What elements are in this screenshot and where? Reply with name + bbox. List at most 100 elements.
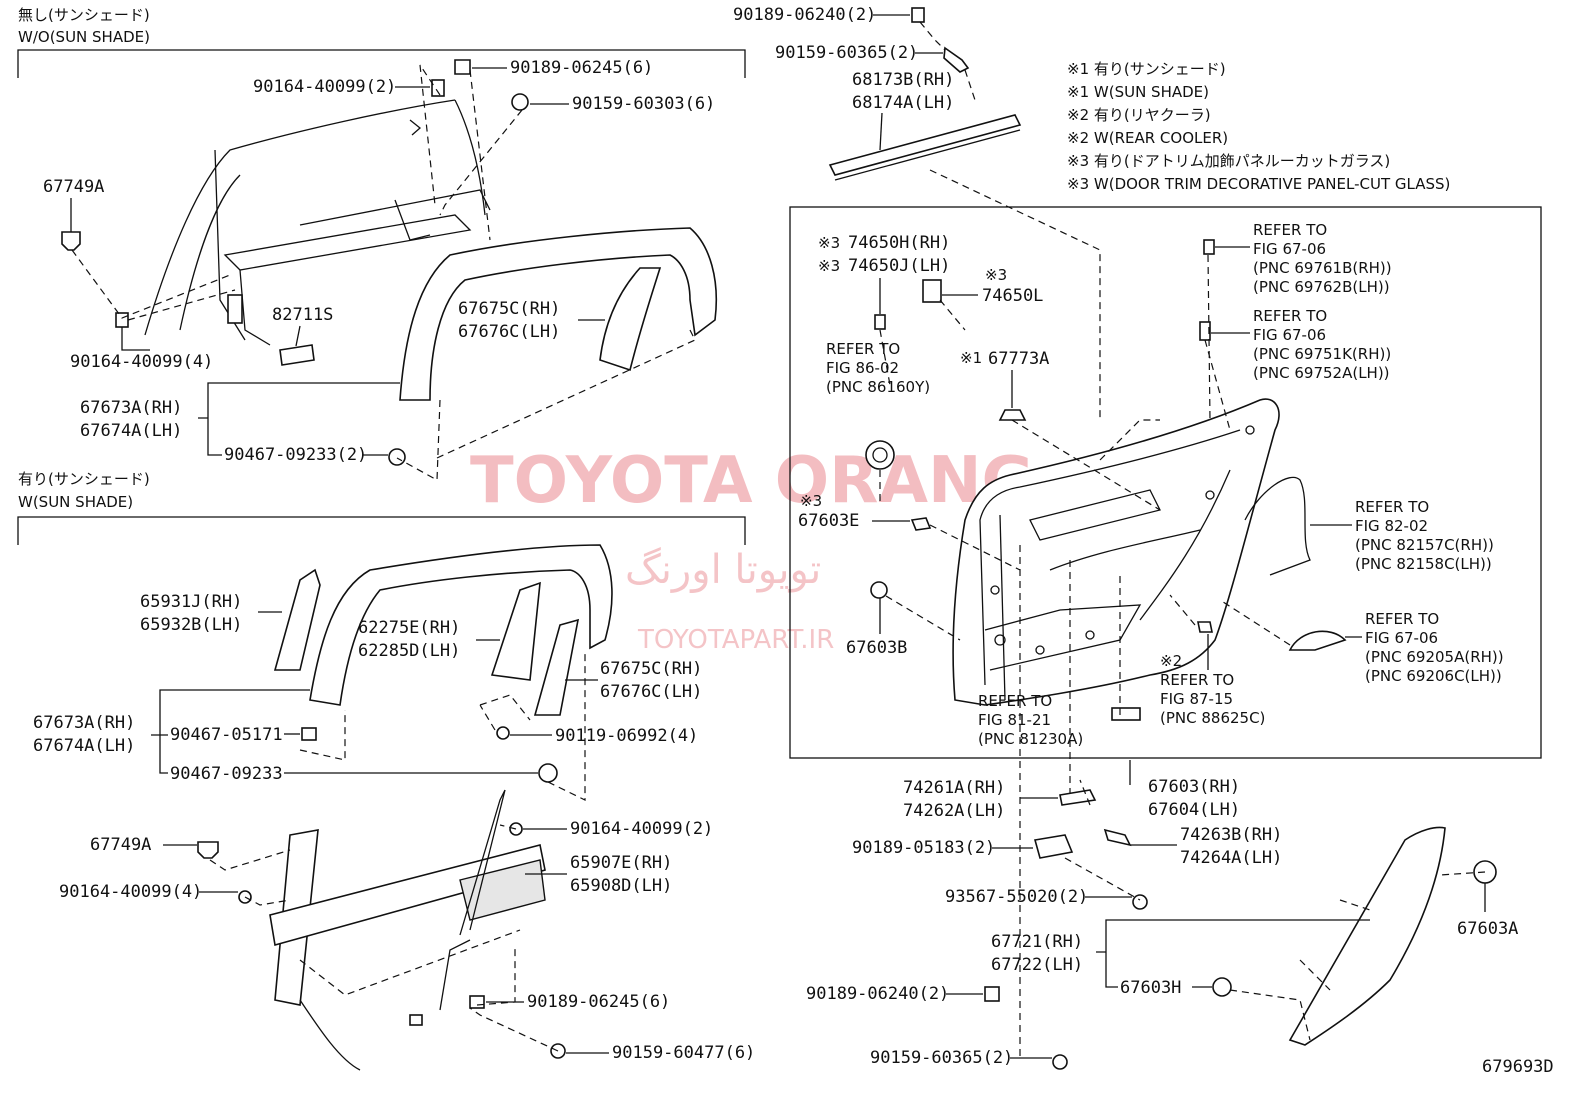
ref-67-06a-line1: REFER TO — [1253, 221, 1327, 239]
handle-69205a-shape — [1288, 630, 1347, 651]
nut-90189-06245-bottom — [469, 995, 485, 1009]
clip-90467-09233-bottom — [538, 763, 558, 783]
mark-3-74650l: ※3 — [985, 266, 1007, 284]
garnish-67675c-top — [599, 267, 662, 372]
part-90189-05183-shape — [1033, 834, 1074, 859]
nut-90189-06240-bottom — [984, 986, 1000, 1002]
armrest-67721-shape — [1288, 826, 1446, 1046]
label-68173b: 68173B(RH) — [852, 70, 954, 90]
note-2-jp: ※2 有り(リヤクーラ) — [1067, 106, 1211, 124]
watermark-text: TOYOTA ORANG — [470, 444, 1034, 518]
ref-67-06b-line4: (PNC 69752A(LH)) — [1253, 364, 1390, 382]
label-90164-40099-4b: 90164-40099(4) — [59, 882, 202, 902]
label-82711s: 82711S — [272, 305, 333, 325]
part-74650h-shape — [874, 314, 886, 330]
label-90119-06992-4: 90119-06992(4) — [555, 726, 698, 746]
ref-81-21-line3: (PNC 81230A) — [978, 730, 1083, 748]
watermark-url: TOYOTAPART.IR — [637, 625, 834, 655]
ref-82-02-line3: (PNC 82157C(RH)) — [1355, 536, 1494, 554]
part-67749a-top-shape — [61, 231, 81, 251]
screw-90159-60365-top — [943, 46, 970, 73]
label-74261a: 74261A(RH) — [903, 778, 1005, 798]
part-82711s-shape — [279, 344, 315, 366]
label-67674a-lh-top: 67674A(LH) — [80, 421, 182, 441]
bolt-90164-40099-2-top — [431, 79, 445, 97]
part-67773a-shape — [998, 409, 1027, 421]
ref-67-06a-line4: (PNC 69762B(LH)) — [1253, 278, 1390, 296]
screw-90159-60303 — [511, 93, 529, 111]
ref-86-02-line1: REFER TO — [826, 340, 900, 358]
weatherstrip-68173b-shape — [828, 114, 1022, 176]
part-69761b-shape — [1203, 239, 1215, 255]
mark-3-74650j: ※3 — [818, 257, 840, 275]
speaker-shape — [865, 440, 895, 470]
label-67675c-rh-bottom: 67675C(RH) — [600, 659, 702, 679]
label-90159-60365-2a: 90159-60365(2) — [775, 43, 918, 63]
label-90164-40099-2a: 90164-40099(2) — [253, 77, 396, 97]
label-62275e: 62275E(RH) — [358, 618, 460, 638]
part-88625c-shape — [1197, 621, 1213, 633]
ref-67-06b-line2: FIG 67-06 — [1253, 326, 1326, 344]
note-3-en: ※3 W(DOOR TRIM DECORATIVE PANEL-CUT GLAS… — [1067, 175, 1450, 193]
ref-67-06c-line3: (PNC 69205A(RH)) — [1365, 648, 1504, 666]
label-90189-06240-2a: 90189-06240(2) — [733, 5, 876, 25]
label-67676c-lh-top: 67676C(LH) — [458, 322, 560, 342]
label-68174a: 68174A(LH) — [852, 93, 954, 113]
label-74650j: 74650J(LH) — [848, 256, 950, 276]
mark-3-74650h: ※3 — [818, 234, 840, 252]
nut-90189-06245-top — [454, 59, 471, 75]
ref-86-02-line3: (PNC 86160Y) — [826, 378, 930, 396]
regulator-65907e-illustration — [269, 789, 546, 1071]
label-90159-60303-6: 90159-60303(6) — [572, 94, 715, 114]
clip-90467-09233-top — [388, 448, 406, 466]
wire-harness-shape — [1244, 476, 1311, 576]
label-90467-09233: 90467-09233 — [170, 764, 283, 784]
label-90189-05183-2: 90189-05183(2) — [852, 838, 995, 858]
part-81230a-shape — [1111, 707, 1141, 721]
sash-67673a-top — [399, 227, 718, 401]
label-90189-06245-6a: 90189-06245(6) — [510, 58, 653, 78]
garnish-65931j-shape — [273, 568, 321, 671]
clip-67603e-shape — [910, 517, 932, 531]
label-67673a-rh-bottom: 67673A(RH) — [33, 713, 135, 733]
door-trim-panel-67603 — [952, 398, 1280, 706]
label-67722: 67722(LH) — [991, 955, 1083, 975]
ref-87-15-line3: (PNC 88625C) — [1160, 709, 1265, 727]
ref-67-06c-line4: (PNC 69206C(LH)) — [1365, 667, 1502, 685]
label-67603e: 67603E — [798, 511, 859, 531]
label-67673a-rh-top: 67673A(RH) — [80, 398, 182, 418]
label-67676c-lh-bottom: 67676C(LH) — [600, 682, 702, 702]
part-74650l-shape — [922, 279, 942, 303]
label-74262a: 74262A(LH) — [903, 801, 1005, 821]
clip-67603h-shape — [1212, 977, 1232, 997]
screw-90159-60365-bottom — [1052, 1054, 1068, 1070]
note-3-jp: ※3 有り(ドアトリム加飾パネルーカットガラス) — [1067, 152, 1390, 170]
ref-87-15-line2: FIG 87-15 — [1160, 690, 1233, 708]
label-67604-lh: 67604(LH) — [1148, 800, 1240, 820]
mark-1-67773a: ※1 — [960, 349, 982, 367]
note-2-en: ※2 W(REAR COOLER) — [1067, 129, 1228, 147]
label-65908d: 65908D(LH) — [570, 876, 672, 896]
ref-87-15-line1: REFER TO — [1160, 671, 1234, 689]
label-90159-60477-6: 90159-60477(6) — [612, 1043, 755, 1063]
section-wo-en: W/O(SUN SHADE) — [18, 28, 150, 46]
label-65932b: 65932B(LH) — [140, 615, 242, 635]
ref-67-06c-line2: FIG 67-06 — [1365, 629, 1438, 647]
label-90164-40099-2b: 90164-40099(2) — [570, 819, 713, 839]
ref-82-02-line2: FIG 82-02 — [1355, 517, 1428, 535]
label-93567-55020-2: 93567-55020(2) — [945, 887, 1088, 907]
label-65907e: 65907E(RH) — [570, 853, 672, 873]
garnish-62275e-shape — [490, 581, 541, 681]
door-trim-frame — [789, 206, 1542, 759]
ref-67-06a-line2: FIG 67-06 — [1253, 240, 1326, 258]
screw-93567-55020 — [1132, 894, 1148, 910]
note-1-jp: ※1 有り(サンシェード) — [1067, 60, 1226, 78]
ref-81-21-line1: REFER TO — [978, 692, 1052, 710]
label-67749a-top: 67749A — [43, 177, 104, 197]
label-67773a: 67773A — [988, 349, 1049, 369]
label-90159-60365-2b: 90159-60365(2) — [870, 1048, 1013, 1068]
clip-90467-05171 — [301, 727, 317, 741]
section-wo-bracket — [17, 49, 746, 78]
section-w-bracket — [17, 516, 746, 545]
